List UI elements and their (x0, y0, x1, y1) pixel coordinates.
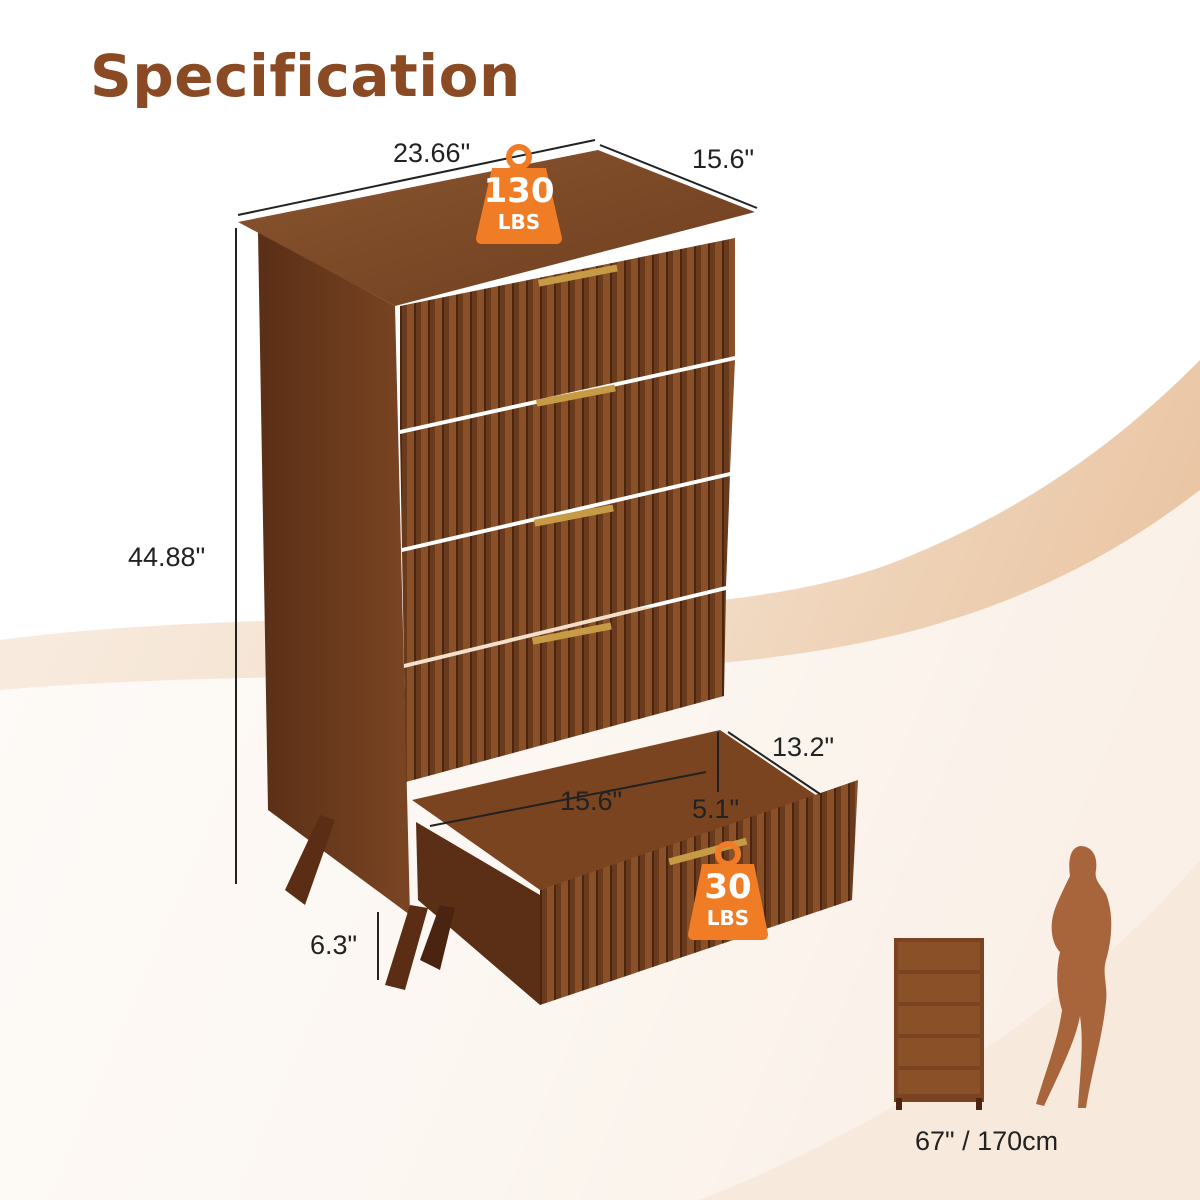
leg (420, 905, 455, 970)
person-silhouette-icon (1036, 846, 1112, 1108)
dim-drawer-width: 15.6" (560, 786, 623, 816)
drawer-2 (400, 360, 735, 548)
drawer-4 (404, 590, 726, 782)
mini-dresser-icon (894, 938, 984, 1110)
dim-leg-height: 6.3" (310, 930, 358, 960)
weight-badge-drawer-value: 30 (704, 867, 752, 907)
weight-badge-top-unit: LBS (497, 210, 541, 234)
weight-badge-top: 130 LBS (474, 142, 564, 244)
drawer-3 (402, 476, 730, 664)
drawer-1 (400, 238, 735, 430)
dim-top-depth: 15.6" (692, 144, 755, 174)
scale-reference-label: 67" / 170cm (915, 1126, 1059, 1156)
dresser-side-panel (258, 232, 410, 915)
dim-top-width: 23.66" (393, 138, 471, 168)
dim-height: 44.88" (128, 542, 206, 572)
dimension-lines (235, 139, 821, 980)
dim-drawer-height: 5.1" (692, 794, 740, 824)
kettlebell-icon (688, 841, 768, 940)
page-title: Specification (90, 42, 521, 110)
leg (285, 815, 335, 905)
kettlebell-icon (476, 144, 562, 244)
weight-badge-drawer: 30 LBS (686, 840, 770, 940)
dim-drawer-depth: 13.2" (772, 732, 835, 762)
leg (385, 905, 428, 990)
drawer-handles (531, 264, 618, 645)
scale-reference (894, 846, 1112, 1110)
weight-badge-drawer-unit: LBS (706, 906, 750, 930)
weight-badge-top-value: 130 (483, 171, 555, 211)
